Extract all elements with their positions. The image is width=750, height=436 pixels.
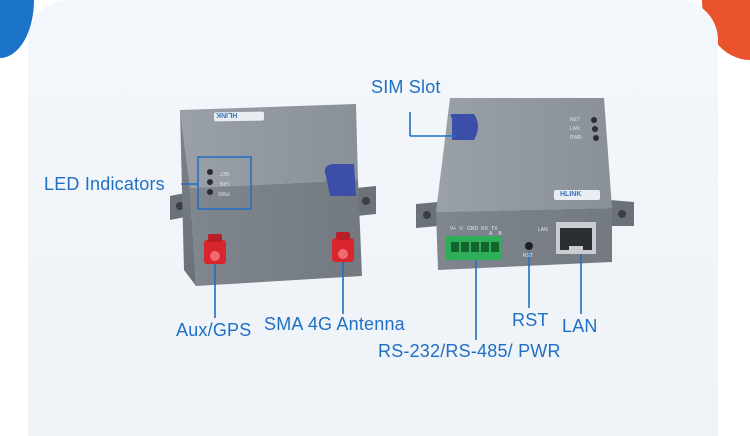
callout-sma-antenna: SMA 4G Antenna bbox=[264, 314, 405, 334]
terminal-sub-label: B bbox=[498, 231, 502, 237]
led-dot bbox=[207, 189, 213, 195]
brand-badge bbox=[213, 111, 265, 122]
lan-marking: LAN bbox=[538, 227, 548, 233]
led-dot bbox=[591, 117, 597, 123]
led-highlight-box bbox=[197, 156, 252, 210]
aux-gps-connector bbox=[204, 234, 226, 264]
callout-lan: LAN bbox=[562, 316, 598, 336]
led-dot bbox=[207, 179, 213, 185]
router-right-view bbox=[416, 98, 634, 270]
brand-badge-text-left: HLINK bbox=[216, 111, 238, 118]
reset-button bbox=[525, 242, 533, 250]
terminal-labels: V+ V- GND RX TX bbox=[450, 226, 497, 232]
led-label: LAN bbox=[219, 180, 230, 186]
callout-sim-slot: SIM Slot bbox=[371, 77, 441, 97]
led-label: LAN bbox=[570, 126, 580, 132]
sim-cover bbox=[324, 164, 356, 196]
mounting-hole bbox=[423, 211, 431, 219]
terminal-block bbox=[446, 236, 502, 260]
terminal-label: TX bbox=[491, 226, 498, 232]
terminal-label: V- bbox=[459, 226, 464, 232]
callout-serial-pwr: RS-232/RS-485/ PWR bbox=[378, 341, 561, 361]
sma-4g-connector bbox=[332, 232, 354, 262]
terminal-sub-label: A bbox=[489, 231, 493, 237]
callout-lines bbox=[181, 112, 582, 340]
led-dot bbox=[207, 169, 213, 175]
led-dot bbox=[592, 126, 598, 132]
terminal-label: RX bbox=[481, 226, 489, 232]
router-left-view bbox=[170, 104, 376, 286]
terminal-label: GND bbox=[467, 226, 479, 232]
device-side-face bbox=[180, 110, 196, 286]
led-labels-right: NET LAN PWR bbox=[570, 116, 582, 143]
callout-led-indicators: LED Indicators bbox=[44, 174, 165, 194]
device-top-face bbox=[180, 104, 358, 188]
led-labels-left: PWR LAN NET bbox=[218, 168, 230, 198]
mounting-hole bbox=[362, 197, 370, 205]
sim-cover bbox=[450, 114, 478, 140]
terminal-sub-labels: A B bbox=[489, 231, 502, 237]
led-label: NET bbox=[570, 117, 580, 123]
device-top-face bbox=[436, 98, 612, 212]
brand-badge bbox=[554, 190, 600, 200]
led-label: PWR bbox=[218, 190, 230, 196]
mounting-hole bbox=[618, 210, 626, 218]
rst-marking: RST bbox=[523, 253, 533, 259]
led-label: NET bbox=[219, 170, 230, 176]
lan-rj45-port bbox=[556, 222, 596, 254]
callout-aux-gps: Aux/GPS bbox=[176, 320, 252, 340]
device-front-face bbox=[190, 180, 362, 286]
terminal-label: V+ bbox=[450, 226, 457, 232]
callout-rst: RST bbox=[512, 310, 549, 330]
led-dot bbox=[593, 135, 599, 141]
brand-badge-text-right: HLINK bbox=[560, 191, 582, 198]
mounting-hole bbox=[176, 202, 184, 210]
led-label: PWR bbox=[570, 135, 582, 141]
